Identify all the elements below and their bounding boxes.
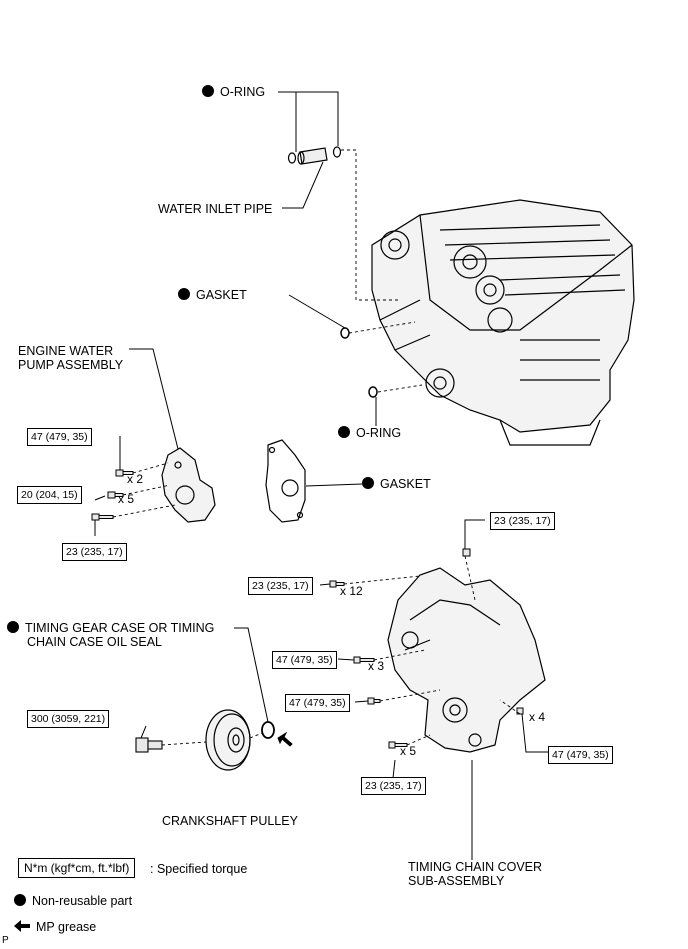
crankshaft-pulley-illustration xyxy=(205,709,251,771)
non-reusable-dot-icon xyxy=(14,894,26,906)
oil-seal-label-line2: CHAIN CASE OIL SEAL xyxy=(27,635,162,649)
oring-top-label: O-RING xyxy=(202,85,265,99)
pulley-bolt-illustration xyxy=(135,737,163,753)
torque-cover-4: 47 (479, 35) xyxy=(548,746,613,764)
non-reusable-dot-icon xyxy=(362,477,374,489)
legend-non-reusable: Non-reusable part xyxy=(14,894,132,908)
qty-pump-b: x 5 xyxy=(118,492,135,506)
oring-mid-text: O-RING xyxy=(356,426,402,440)
mp-grease-arrow-icon xyxy=(277,731,293,747)
timing-cover-label-line1: TIMING CHAIN COVER xyxy=(408,860,543,874)
gasket-top-label: GASKET xyxy=(178,288,247,302)
dashed-assembly-lines xyxy=(112,149,521,746)
non-reusable-dot-icon xyxy=(202,85,214,97)
timing-chain-cover-illustration xyxy=(387,567,546,753)
qty-cover-12: x 12 xyxy=(340,584,363,598)
engine-water-pump-label-line2: PUMP ASSEMBLY xyxy=(18,358,124,372)
torque-cover-12: 23 (235, 17) xyxy=(248,577,313,595)
oil-seal-illustration xyxy=(261,721,275,739)
torque-cover-5: 23 (235, 17) xyxy=(361,777,426,795)
oil-seal-label-line1: TIMING GEAR CASE OR TIMING xyxy=(7,621,214,635)
oring-ring-illustration xyxy=(368,386,378,398)
water-inlet-pipe-label: WATER INLET PIPE xyxy=(158,202,273,216)
qty-pump-a: x 2 xyxy=(127,472,144,486)
torque-cover-1: 47 (479, 35) xyxy=(285,694,350,712)
legend-mp-grease-text: MP grease xyxy=(36,920,97,934)
qty-cover-5: x 5 xyxy=(400,744,417,758)
legend-unit-box: N*m (kgf*cm, ft.*lbf) xyxy=(18,858,136,878)
crankshaft-pulley-label: CRANKSHAFT PULLEY xyxy=(162,814,298,828)
gasket-ring-illustration xyxy=(340,327,350,339)
torque-cover-3: 47 (479, 35) xyxy=(272,651,337,669)
torque-cover-top: 23 (235, 17) xyxy=(490,512,555,530)
pump-gasket-illustration xyxy=(265,439,306,523)
legend-non-reusable-text: Non-reusable part xyxy=(32,894,133,908)
non-reusable-dot-icon xyxy=(338,426,350,438)
legend-mp-grease: MP grease xyxy=(14,920,96,934)
non-reusable-dot-icon xyxy=(178,288,190,300)
torque-pump-a: 47 (479, 35) xyxy=(27,428,92,446)
corner-letter: P xyxy=(2,935,9,946)
torque-pump-b: 20 (204, 15) xyxy=(17,486,82,504)
non-reusable-dot-icon xyxy=(7,621,19,633)
qty-cover-3: x 3 xyxy=(368,659,385,673)
water-inlet-pipe-illustration xyxy=(287,146,342,165)
legend-specified-torque: : Specified torque xyxy=(150,862,248,876)
qty-cover-4: x 4 xyxy=(529,710,546,724)
gasket-mid-label: GASKET xyxy=(362,477,431,491)
oil-seal-text-line1: TIMING GEAR CASE OR TIMING xyxy=(25,621,215,635)
engine-water-pump-label-line1: ENGINE WATER xyxy=(18,344,114,358)
gasket-top-text: GASKET xyxy=(196,288,247,302)
gasket-mid-text: GASKET xyxy=(380,477,431,491)
engine-block-illustration xyxy=(371,199,635,446)
timing-cover-label-line2: SUB-ASSEMBLY xyxy=(408,874,505,888)
torque-pulley: 300 (3059, 221) xyxy=(27,710,110,728)
mp-grease-arrow-icon xyxy=(14,920,30,932)
torque-pump-c: 23 (235, 17) xyxy=(62,543,127,561)
leader-lines xyxy=(94,91,550,860)
bolts-illustration xyxy=(91,469,524,749)
oring-mid-label: O-RING xyxy=(338,426,401,440)
oring-top-text: O-RING xyxy=(220,85,266,99)
water-pump-illustration xyxy=(161,447,216,523)
